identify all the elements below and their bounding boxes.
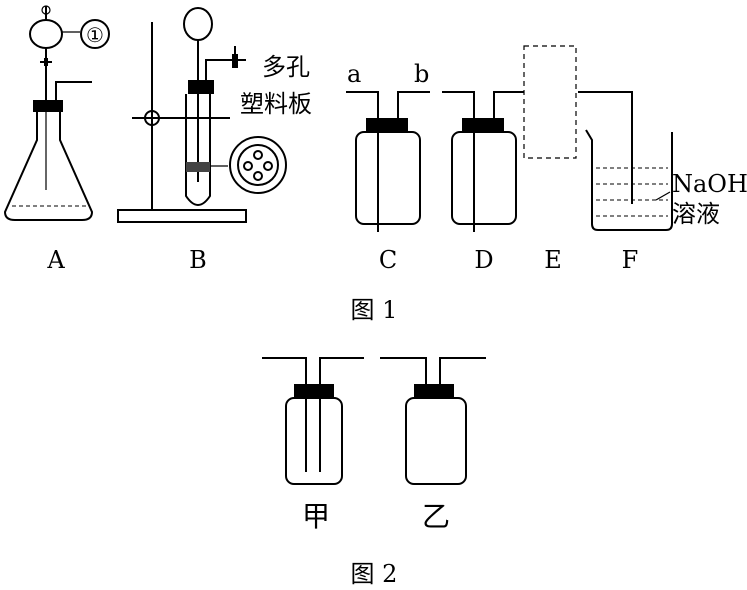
label-a: A <box>46 246 65 274</box>
label-b: B <box>189 246 207 274</box>
label-f: F <box>622 246 639 274</box>
naoh-label: NaOH <box>672 170 747 198</box>
tube-end-b: b <box>414 60 429 88</box>
apparatus-d <box>442 91 524 232</box>
tube-end-a: a <box>347 60 361 88</box>
plate-annotation-line2: 塑料板 <box>240 90 312 118</box>
label-c: C <box>379 246 397 274</box>
label-e: E <box>544 246 562 274</box>
bottle-jia <box>262 357 364 485</box>
marker-1-label: ① <box>86 23 104 47</box>
plate-annotation-line1: 多孔 <box>262 53 310 81</box>
bottle-yi <box>380 357 486 485</box>
figure1-caption: 图 1 <box>351 296 398 324</box>
figure2-caption: 图 2 <box>351 560 398 588</box>
apparatus-e-box <box>523 45 577 159</box>
label-d: D <box>474 246 493 274</box>
solution-label: 溶液 <box>672 200 720 228</box>
apparatus-c <box>346 91 430 232</box>
label-jia: 甲 <box>302 500 330 533</box>
apparatus-a <box>3 5 94 221</box>
apparatus-f <box>578 91 673 231</box>
label-yi: 乙 <box>422 500 450 533</box>
apparatus-b <box>117 7 287 223</box>
marker-circle <box>80 19 110 49</box>
